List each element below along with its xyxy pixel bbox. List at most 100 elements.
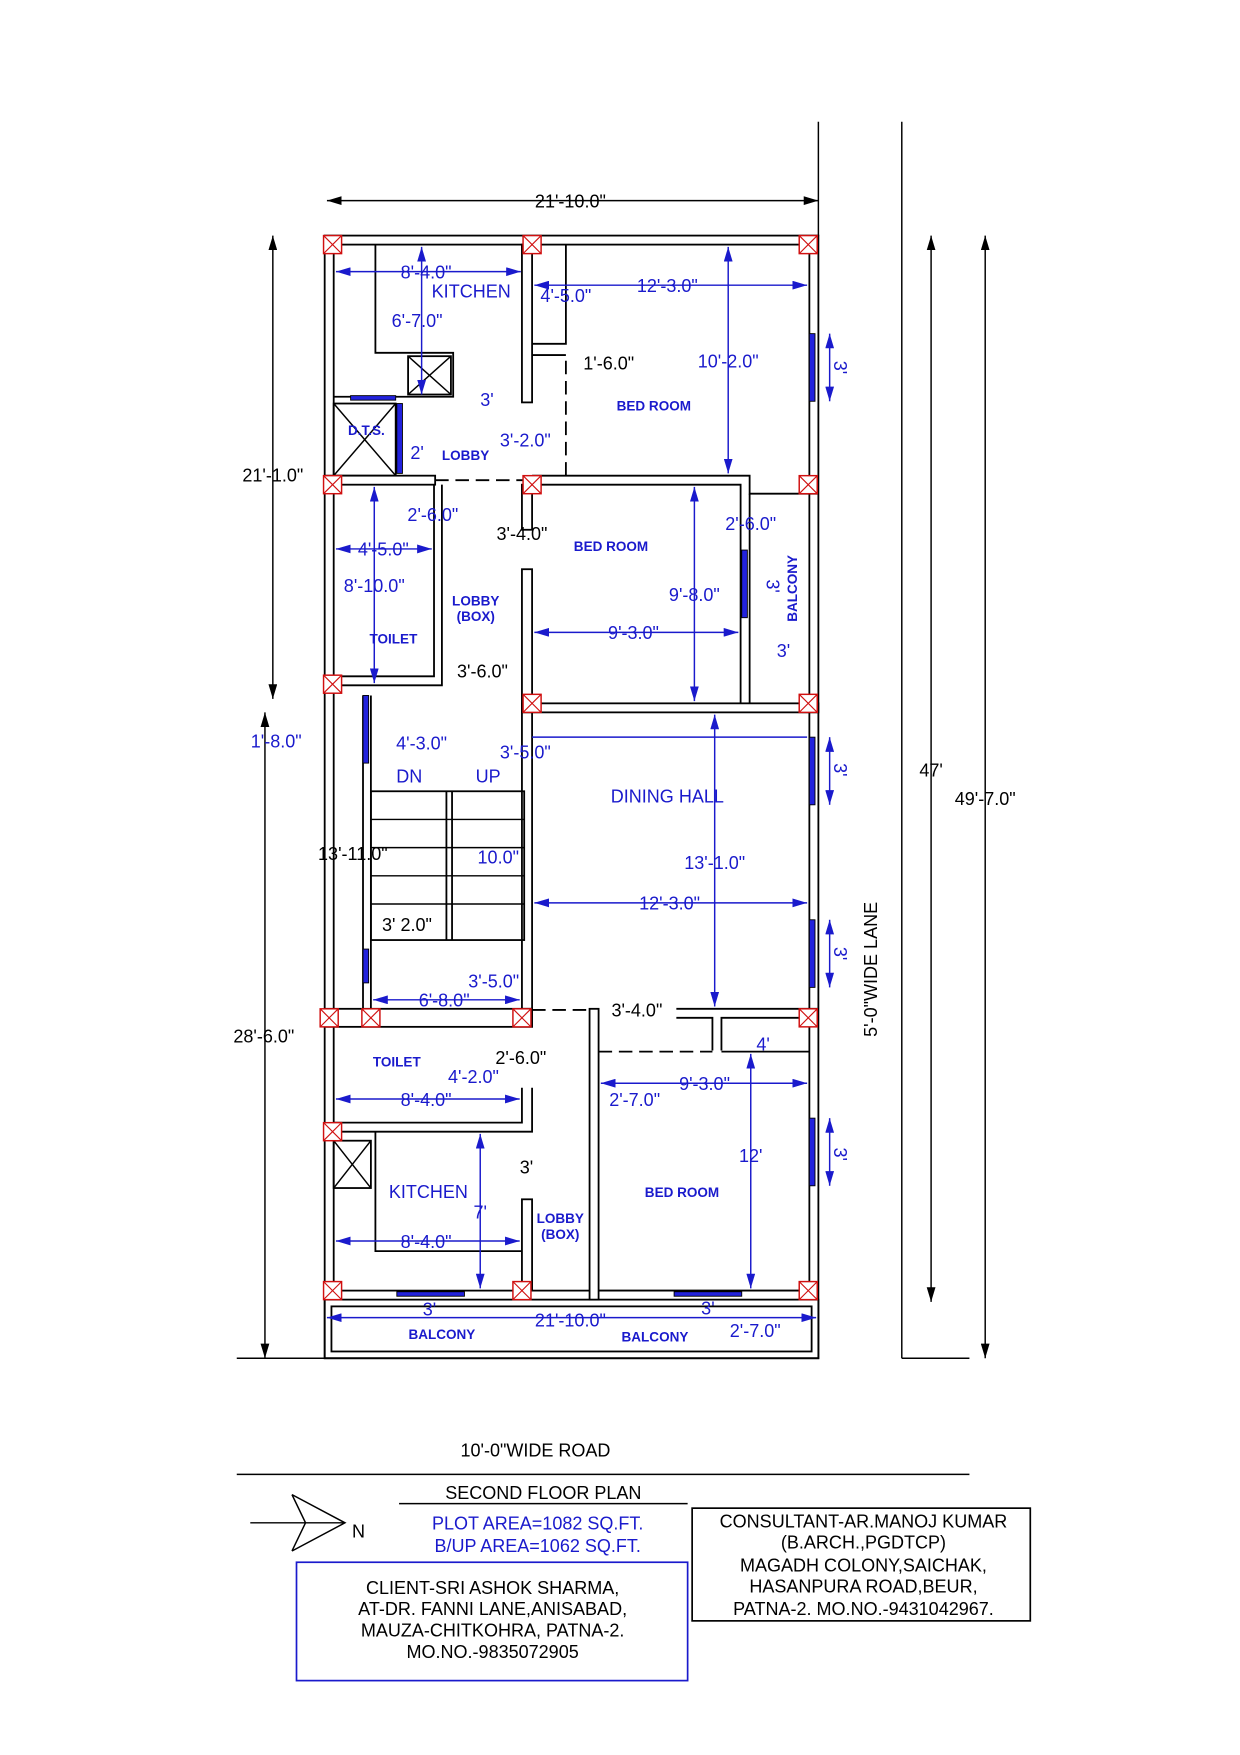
column-icon (322, 1280, 343, 1301)
dimension-label: 12' (739, 1146, 762, 1166)
room-balcony-side: BALCONY (785, 555, 800, 622)
dimension-label: 6'-8.0" (419, 991, 470, 1011)
client-box (295, 1561, 689, 1682)
dimension-label: 21'-10.0" (535, 191, 606, 211)
dimension-label: 8'-10.0" (344, 576, 405, 596)
dimension-label: 12'-3.0" (639, 894, 700, 914)
dimension-label: 6'-7.0" (392, 311, 443, 331)
walls (323, 234, 820, 1360)
consultant-box (691, 1507, 1032, 1622)
dimension-label: 7' (473, 1202, 486, 1222)
dimension-label: 10.0" (478, 847, 519, 867)
room-bedroom-bottom: BED ROOM (645, 1185, 719, 1200)
room-lobby-box-mid: LOBBY (452, 593, 499, 608)
svg-text:(B.ARCH.,PGDTCP): (B.ARCH.,PGDTCP) (781, 1533, 946, 1553)
column-icon (322, 474, 343, 495)
svg-text:MAGADH COLONY,SAICHAK,: MAGADH COLONY,SAICHAK, (740, 1555, 987, 1575)
blue-dimension-labels: 8'-4.0" 6'-7.0" 4'-5.0" 12'-3.0" 10'-2.0" 3' 3… (251, 262, 850, 1340)
lane-label: 5'-0"WIDE LANE (861, 902, 881, 1037)
column-icon (522, 693, 542, 714)
dimension-label: 8'-4.0" (401, 1090, 452, 1110)
dimension-label: 3'-4.0" (611, 1001, 662, 1021)
dimension-label: 2' (410, 443, 423, 463)
room-balcony-right: BALCONY (622, 1329, 689, 1344)
dimension-label: 4'-5.0" (540, 286, 591, 306)
svg-text:MAUZA-CHITKOHRA, PATNA-2.: MAUZA-CHITKOHRA, PATNA-2. (361, 1621, 625, 1641)
dimension-label: 13'-11.0" (318, 844, 388, 864)
column-icon (322, 234, 343, 255)
room-toilet-top: TOILET (370, 632, 419, 647)
room-dining-hall: DINING HALL (611, 787, 724, 807)
dimension-label: 1'-6.0" (583, 354, 634, 374)
dimension-label: 47' (919, 761, 942, 781)
dimension-label: 3'-5.0" (500, 743, 551, 763)
svg-text:CLIENT-SRI ASHOK SHARMA,: CLIENT-SRI ASHOK SHARMA, (366, 1578, 619, 1598)
dimension-label: 28'-6.0" (233, 1027, 294, 1047)
dimension-label: 2'-6.0" (725, 514, 776, 534)
dimension-label: 3'-5.0" (468, 971, 519, 991)
column-icon (322, 1121, 343, 1142)
dimension-label: 2'-7.0" (609, 1090, 660, 1110)
dimension-label: 2'-6.0" (495, 1048, 546, 1068)
column-icon (798, 693, 818, 714)
road-label: 10'-0"WIDE ROAD (460, 1440, 610, 1460)
stair-dn-label: DN (396, 766, 422, 786)
column-icon (522, 234, 542, 255)
dimension-label: 49'-7.0" (955, 789, 1016, 809)
columns (319, 234, 818, 1301)
stair-treads (370, 818, 525, 905)
column-icon (512, 1280, 532, 1301)
dimension-label: 4'-2.0" (448, 1067, 499, 1087)
builtup-area: B/UP AREA=1062 SQ.FT. (434, 1536, 640, 1556)
room-box-mid: (BOX) (457, 609, 495, 624)
room-box-bottom: (BOX) (541, 1227, 579, 1242)
dimension-label: 12'-3.0" (637, 276, 698, 296)
dimension-label: 9'-8.0" (669, 585, 720, 605)
room-labels: KITCHEN BED ROOM LOBBY D.T.S. BED ROOM L… (348, 282, 800, 1345)
drawing-title: SECOND FLOOR PLAN (445, 1483, 641, 1503)
windows (350, 333, 816, 1297)
svg-text:HASANPURA ROAD,BEUR,: HASANPURA ROAD,BEUR, (749, 1577, 977, 1597)
column-icon (322, 674, 343, 694)
dimension-label: 3' (830, 947, 850, 960)
dimension-label: 3' (777, 641, 790, 661)
room-lobby-box-bottom: LOBBY (537, 1211, 584, 1226)
client-info: CLIENT-SRI ASHOK SHARMA, AT-DR. FANNI LA… (358, 1578, 627, 1662)
dimension-label: 3' (423, 1299, 436, 1319)
dimension-label: 2'-6.0" (407, 505, 458, 525)
svg-text:CONSULTANT-AR.MANOJ KUMAR: CONSULTANT-AR.MANOJ KUMAR (720, 1511, 1008, 1531)
dimension-label: 3' 2.0" (382, 915, 432, 935)
room-bedroom-top: BED ROOM (617, 398, 691, 413)
column-icon (361, 1008, 381, 1028)
dimension-label: 3' (701, 1298, 714, 1318)
dimension-label: 3' (520, 1157, 533, 1177)
black-dimension-labels: 21'-10.0"1'-6.0"3'-4.0"3'-6.0"13'-11.0"3… (233, 191, 1015, 1177)
north-arrow-icon: N (250, 1493, 365, 1552)
column-icon (798, 234, 818, 255)
dimension-label: 1'-8.0" (251, 731, 302, 751)
dimension-label: 3'-4.0" (496, 524, 547, 544)
dimension-label: 9'-3.0" (679, 1074, 730, 1094)
dimension-label: 2'-7.0" (730, 1321, 781, 1341)
svg-text:N: N (352, 1521, 365, 1541)
room-kitchen-top: KITCHEN (432, 282, 511, 302)
dimension-label: 4' (756, 1035, 769, 1055)
dimension-label: 3' (830, 361, 850, 374)
room-kitchen-bottom: KITCHEN (389, 1182, 468, 1202)
dimension-label: 8'-4.0" (401, 262, 452, 282)
dimension-label: 3' (830, 763, 850, 776)
dimension-label: 3' (763, 579, 783, 592)
dimension-lines (260, 196, 990, 1359)
dimension-label: 21'-10.0" (535, 1311, 606, 1331)
site-lines (236, 121, 970, 1476)
room-toilet-bottom: TOILET (373, 1054, 422, 1069)
room-balcony-left: BALCONY (408, 1327, 475, 1342)
dimension-label: 10'-2.0" (698, 351, 759, 371)
dimension-label: 8'-4.0" (401, 1232, 452, 1252)
dimension-label: 13'-1.0" (684, 853, 745, 873)
column-icon (798, 474, 818, 495)
plot-area: PLOT AREA=1082 SQ.FT. (432, 1514, 643, 1534)
consultant-info: CONSULTANT-AR.MANOJ KUMAR (B.ARCH.,PGDTC… (720, 1511, 1008, 1619)
room-lobby-top: LOBBY (442, 448, 489, 463)
